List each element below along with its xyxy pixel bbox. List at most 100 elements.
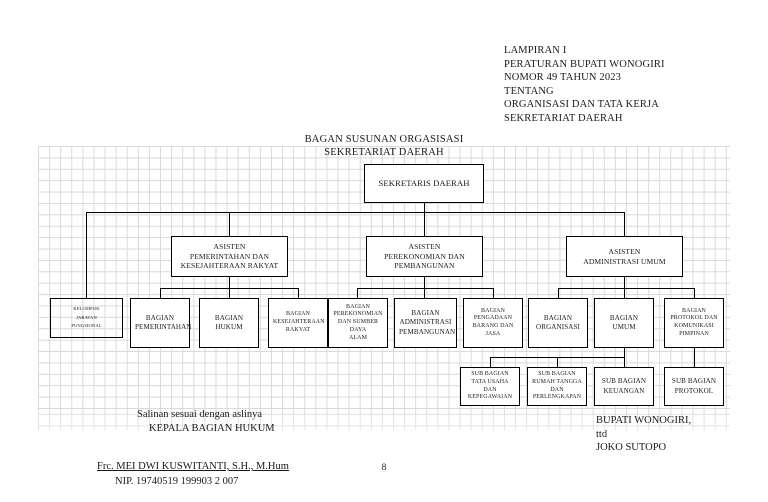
connector-to-division-3 [298, 288, 300, 298]
node-bagian-umum[interactable]: BAGIAN UMUM [594, 298, 654, 348]
sub-4-line-1: SUB BAGIAN [671, 377, 717, 386]
node-sub-bagian-tata-usaha-kepegawaian[interactable]: SUB BAGIAN TATA USAHA DAN KEPEGAWAIAN [460, 367, 520, 406]
node-asisten-pemerintahan[interactable]: ASISTEN PEMERINTAHAN DAN KESEJAHTERAAN R… [171, 236, 288, 277]
connector-bus-to-assistant-3 [624, 212, 626, 236]
node-bagian-organisasi[interactable]: BAGIAN ORGANISASI [528, 298, 588, 348]
bagian-3-line-1: BAGIAN [286, 311, 310, 318]
official-name: JOKO SUTOPO [596, 442, 667, 454]
node-bagian-kesejahteraan-rakyat[interactable]: BAGIAN KESEJAHTERAAN RAKYAT [268, 298, 328, 348]
node-bagian-hukum[interactable]: BAGIAN HUKUM [199, 298, 259, 348]
document-header: LAMPIRAN I PERATURAN BUPATI WONOGIRI NOM… [504, 44, 665, 126]
node-bagian-pemerintahan[interactable]: BAGIAN PEMERINTAHAN [130, 298, 192, 348]
bagian-9-line-3: KOMUNIKASI [674, 323, 714, 329]
certified-copy-block: Salinan sesuai dengan aslinya KEPALA BAG… [137, 408, 275, 435]
asisten-1-line-2: PEMERINTAHAN DAN [189, 251, 270, 261]
node-sub-bagian-keuangan[interactable]: SUB BAGIAN KEUANGAN [594, 367, 654, 406]
connector-to-subdivision-3 [624, 357, 626, 367]
signer-nip: NIP. 19740519 199903 2 007 [115, 475, 239, 487]
connector-assistant-2-down [424, 277, 426, 289]
connector-bus-to-assistant-1 [229, 212, 231, 236]
bagian-7-line-1: BAGIAN [543, 313, 573, 322]
chart-title: BAGAN SUSUNAN ORGASISASI SEKRETARIAT DAE… [0, 133, 768, 159]
bagian-6-line-3: BARANG DAN JASA [472, 323, 514, 337]
connector-to-subdivision-2 [557, 357, 559, 367]
asisten-2-line-3: PEMBANGUNAN [394, 261, 455, 271]
connector-to-division-9 [694, 288, 696, 298]
sub-2-line-2: RUMAH TANGGA [532, 378, 582, 385]
node-sub-bagian-protokol[interactable]: SUB BAGIAN PROTOKOL [664, 367, 724, 406]
connector-protokol-down [694, 348, 696, 367]
node-bagian-perekonomian-sda[interactable]: BAGIAN PEREKONOMIAN DAN SUMBER DAYA ALAM [328, 298, 388, 348]
sub-3-line-1: SUB BAGIAN [601, 377, 647, 386]
chart-title-line-1: BAGAN SUSUNAN ORGASISASI [304, 134, 464, 145]
connector-to-division-7 [558, 288, 560, 298]
connector-to-division-2 [229, 288, 231, 298]
kelompok-line-3: FUNGSIONAL [71, 323, 102, 329]
node-bagian-protokol-komunikasi-pimpinan[interactable]: BAGIAN PROTOKOL DAN KOMUNIKASI PIMPINAN [664, 298, 724, 348]
sub-2-line-3: DAN PERLENGKAPAN [532, 386, 582, 401]
sub-1-line-2: TATA USAHA DAN [471, 378, 509, 393]
connector-main-bus [86, 212, 625, 214]
page-number: 8 [381, 463, 387, 473]
node-kelompok-jabatan-fungsional[interactable]: KELOMPOK JABATAN FUNGSIONAL [50, 298, 123, 338]
asisten-3-line-2: ADMINISTRASI UMUM [583, 256, 666, 266]
connector-assistant-3-down [624, 277, 626, 289]
bagian-9-line-1: BAGIAN [682, 307, 706, 314]
official-ttd: ttd [596, 428, 608, 440]
kelompok-line-1: KELOMPOK [73, 306, 100, 312]
header-line-1: LAMPIRAN I [504, 45, 567, 56]
node-asisten-perekonomian[interactable]: ASISTEN PEREKONOMIAN DAN PEMBANGUNAN [366, 236, 483, 277]
bagian-5-line-3: PEMBANGUNAN [399, 327, 456, 336]
node-bagian-administrasi-pembangunan[interactable]: BAGIAN ADMINISTRASI PEMBANGUNAN [394, 298, 457, 348]
header-line-4: TENTANG [504, 85, 554, 97]
node-bagian-pengadaan-barang-jasa[interactable]: BAGIAN PENGADAAN BARANG DAN JASA [463, 298, 523, 348]
connector-bus-to-kelompok [86, 212, 88, 298]
header-line-5: ORGANISASI DAN TATA KERJA [504, 99, 660, 111]
bagian-5-line-2: ADMINISTRASI [399, 318, 452, 327]
asisten-2-line-1: ASISTEN [408, 241, 441, 251]
sub-3-line-2: KEUANGAN [603, 386, 645, 395]
bagian-6-line-2: PENGADAAN [473, 315, 513, 322]
sub-1-line-1: SUB BAGIAN [471, 371, 509, 378]
asisten-3-line-1: ASISTEN [608, 246, 641, 256]
header-line-3: NOMOR 49 TAHUN 2023 [504, 72, 622, 84]
kelompok-line-2: JABATAN [76, 314, 97, 320]
connector-to-division-1 [160, 288, 162, 298]
official-signature-block: BUPATI WONOGIRI, ttd JOKO SUTOPO [596, 414, 691, 455]
header-line-6: SEKRETARIAT DAERAH [504, 112, 623, 124]
sub-2-line-1: SUB BAGIAN [538, 371, 576, 378]
bagian-5-line-1: BAGIAN [411, 309, 440, 318]
connector-assistant-1-down [229, 277, 231, 289]
node-sub-bagian-rumah-tangga-perlengkapan[interactable]: SUB BAGIAN RUMAH TANGGA DAN PERLENGKAPAN [527, 367, 587, 406]
bagian-2-line-1: BAGIAN [214, 313, 244, 322]
asisten-1-line-3: KESEJAHTERAAN RAKYAT [180, 261, 279, 271]
bagian-3-line-3: RAKYAT [285, 326, 311, 333]
bagian-4-line-3: DAN SUMBER DAYA [337, 319, 379, 333]
connector-root-down [424, 203, 426, 213]
connector-to-division-4 [357, 288, 359, 298]
bagian-8-line-2: UMUM [612, 323, 636, 331]
bagian-6-line-1: BAGIAN [481, 307, 505, 314]
bagian-4-line-1: BAGIAN [346, 303, 370, 310]
official-title: BUPATI WONOGIRI, [596, 415, 692, 426]
node-kelompok-jabatan-fungsional-label: KELOMPOK JABATAN FUNGSIONAL [51, 305, 122, 330]
signer-block: Frc. MEI DWI KUSWITANTI, S.H., M.Hum NIP… [97, 460, 289, 489]
connector-bus-to-assistant-2 [424, 212, 426, 236]
bagian-9-line-2: PROTOKOL DAN [670, 315, 718, 322]
node-sekretaris-daerah-label: SEKRETARIS DAERAH [378, 178, 470, 188]
node-asisten-administrasi-umum[interactable]: ASISTEN ADMINISTRASI UMUM [566, 236, 683, 277]
sub-4-line-2: PROTOKOL [674, 386, 714, 395]
bagian-1-line-1: BAGIAN [145, 313, 175, 322]
connector-to-division-5 [424, 288, 426, 298]
connector-to-division-6 [493, 288, 495, 298]
bagian-1-line-2: PEMERINTAHAN [135, 323, 192, 331]
connector-to-division-8 [624, 288, 626, 298]
connector-divisions-bus-3 [558, 288, 695, 290]
spreadsheet-grid-background-lower [38, 414, 730, 430]
asisten-1-line-1: ASISTEN [213, 241, 246, 251]
certified-copy-line-1: Salinan sesuai dengan aslinya [137, 409, 263, 420]
bagian-9-line-4: PIMPINAN [679, 330, 709, 337]
bagian-3-line-2: KESEJAHTERAAN [273, 319, 325, 326]
node-sekretaris-daerah[interactable]: SEKRETARIS DAERAH [364, 164, 484, 203]
